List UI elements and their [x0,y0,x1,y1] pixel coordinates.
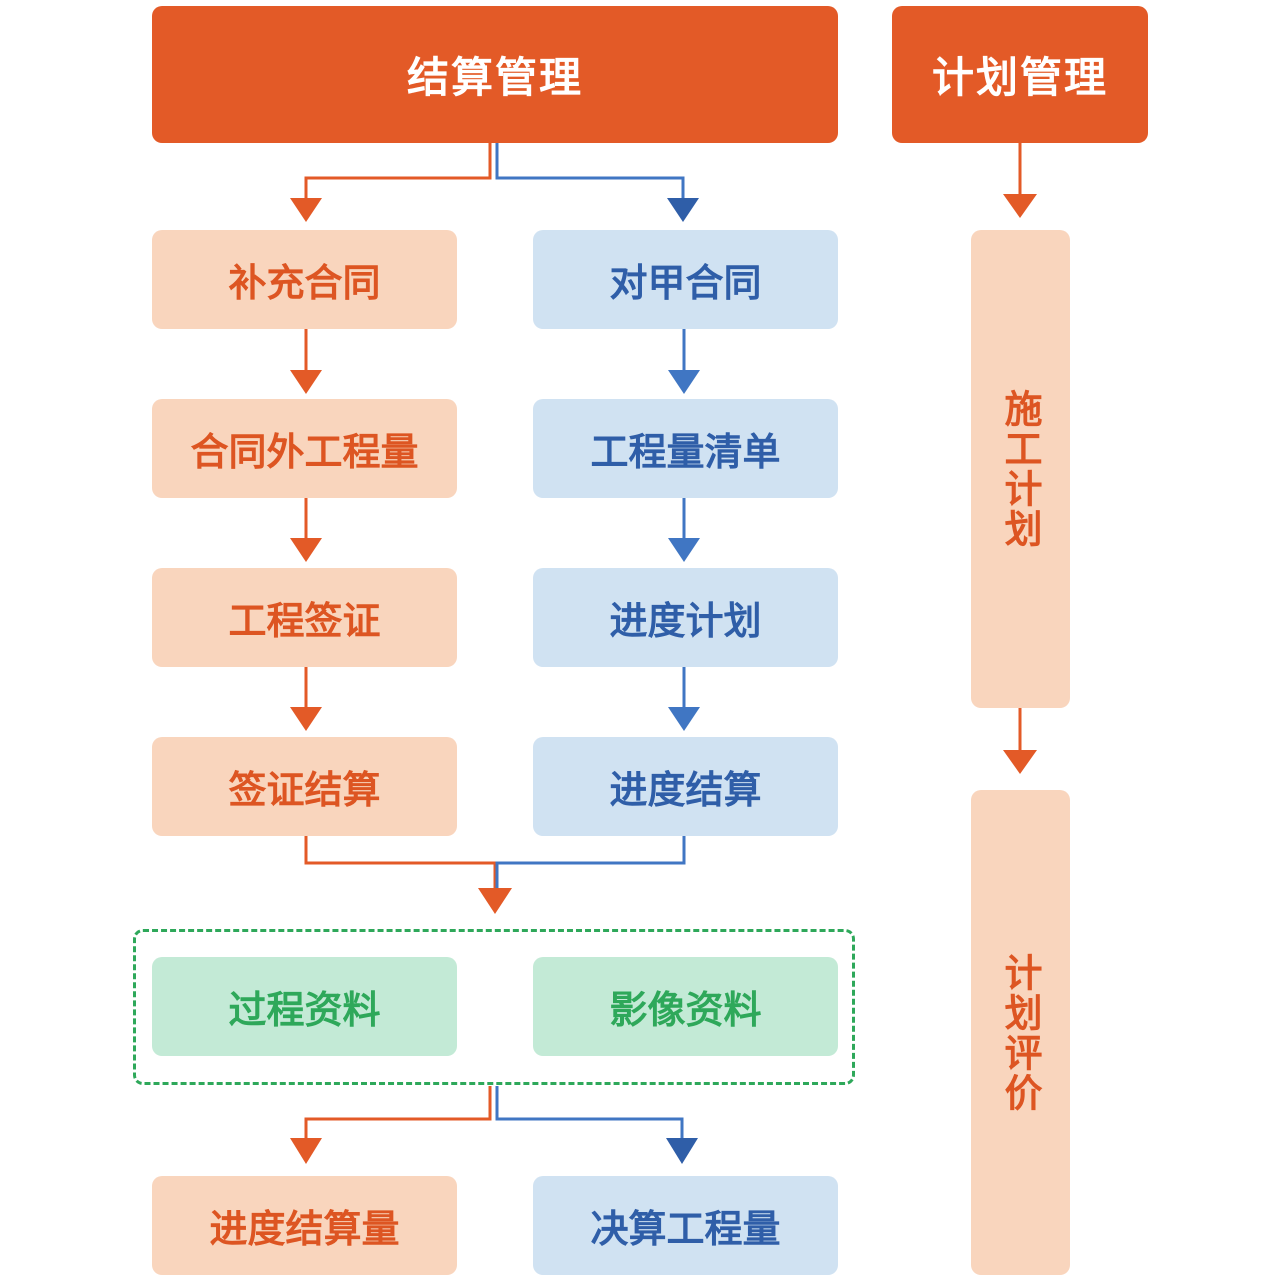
node-bill-of-quantities: 工程量清单 [533,399,838,498]
arrow-head [668,370,700,394]
node-progress-settlement: 进度结算 [533,737,838,836]
arrow-head [668,707,700,731]
node-visa-settlement: 签证结算 [152,737,457,836]
arrow-head [1003,750,1037,774]
arrow-head [290,1138,322,1164]
arrow-head [667,198,699,222]
node-construction-plan: 施工计划 [971,230,1070,708]
node-final-account-quantity: 决算工程量 [533,1176,838,1275]
connector-group-to-right [495,1086,684,1140]
arrow-head [290,370,322,394]
settlement-management-header: 结算管理 [152,6,838,143]
arrow-head [668,538,700,562]
connector-settlement-to-left [304,143,492,200]
connector-left-merge [304,836,497,890]
node-progress-settlement-quantity: 进度结算量 [152,1176,457,1275]
node-supplementary-contract: 补充合同 [152,230,457,329]
node-plan-evaluation: 计划评价 [971,790,1070,1275]
arrow-head [1003,194,1037,218]
connector-settlement-to-right [495,143,685,200]
node-extra-quantities: 合同外工程量 [152,399,457,498]
connector-group-to-left [304,1086,492,1140]
node-engineering-visa: 工程签证 [152,568,457,667]
node-owner-contract: 对甲合同 [533,230,838,329]
arrow-head [290,198,322,222]
materials-group [133,929,855,1085]
connector-right-merge [495,836,686,890]
node-progress-plan: 进度计划 [533,568,838,667]
arrow-head [290,538,322,562]
plan-management-header: 计划管理 [892,6,1148,143]
node-process-materials: 过程资料 [152,957,457,1056]
arrow-head [666,1138,698,1164]
arrow-head [290,707,322,731]
arrow-head [478,888,512,914]
node-image-materials: 影像资料 [533,957,838,1056]
